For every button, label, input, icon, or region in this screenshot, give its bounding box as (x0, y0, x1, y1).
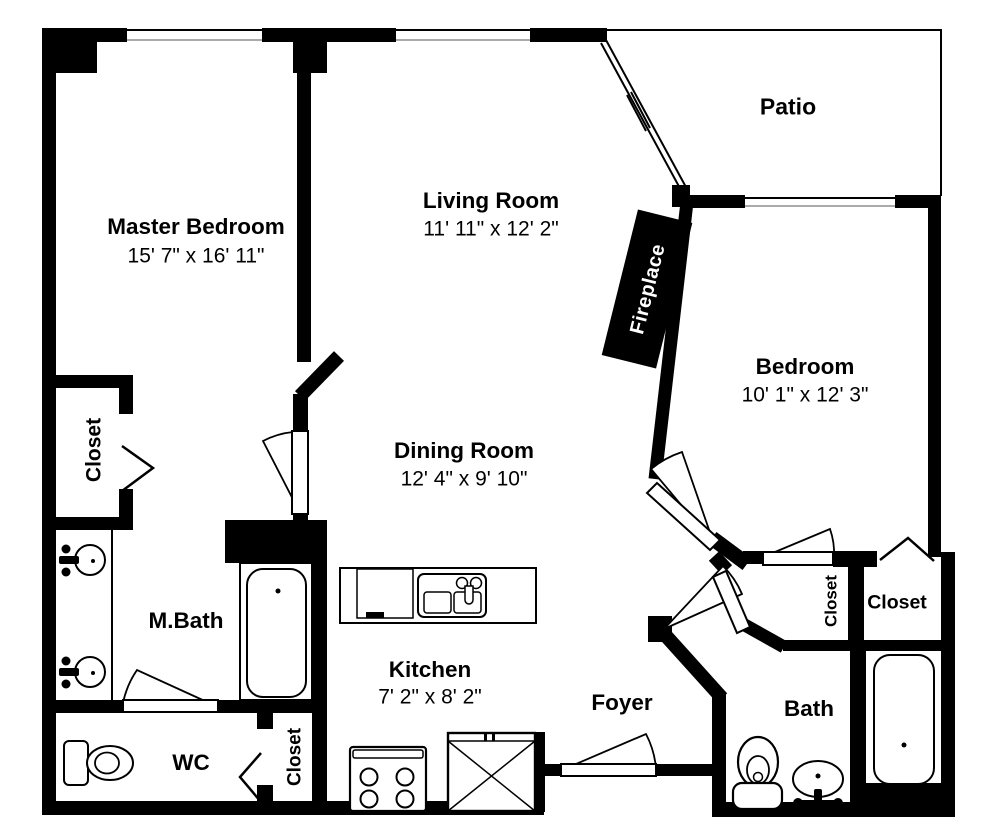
door-swing-icon (121, 668, 219, 713)
kitchen-sink-icon (417, 573, 487, 618)
kitchen-fixtures (339, 567, 537, 813)
bifold-doors (121, 444, 935, 803)
closet-label-wc: Closet (284, 727, 306, 787)
room-label-patio: Patio (759, 93, 817, 120)
bifold-door-icon (879, 536, 935, 562)
sliding-patio-door-icon (600, 39, 688, 193)
range-icon (348, 745, 428, 813)
closet-label-bedroom: Closet (867, 591, 927, 614)
room-label-master-bath: M.Bath (148, 607, 224, 633)
room-label-dining-room: Dining Room (394, 437, 534, 463)
room-label-bath: Bath (784, 695, 834, 721)
window-icon (745, 196, 895, 208)
refrigerator-icon (446, 731, 537, 813)
master-bath-fixtures (59, 528, 313, 701)
wc-fixtures (63, 740, 134, 786)
bathtub-icon (239, 562, 313, 701)
toilet-icon (63, 740, 134, 786)
bifold-door-icon (238, 752, 262, 803)
patio-outline (601, 29, 942, 196)
room-label-master-bedroom: Master Bedroom (107, 213, 285, 239)
door-swing-icon (261, 430, 309, 515)
vanity-sink-icon (59, 656, 106, 689)
room-dims-bedroom: 10' 1" x 12' 3" (741, 383, 869, 407)
room-label-kitchen: Kitchen (388, 656, 472, 682)
window-icon (396, 28, 530, 42)
toilet-icon (731, 735, 784, 811)
bath-fixtures (731, 654, 935, 811)
room-label-foyer: Foyer (591, 689, 653, 715)
room-label-living-room: Living Room (422, 187, 560, 213)
pedestal-sink-icon (792, 760, 844, 808)
room-dims-kitchen: 7' 2" x 8' 2" (378, 685, 482, 709)
vanity-sink-icon (59, 544, 106, 577)
dishwasher-icon (356, 568, 414, 619)
door-swing-icon (645, 450, 722, 552)
doors (121, 430, 835, 777)
bathtub-icon (873, 654, 935, 785)
window-icon (127, 28, 262, 42)
fireplace-block (601, 209, 693, 369)
door-swing-icon (560, 732, 657, 777)
door-swing-icon (663, 564, 752, 635)
room-dims-dining-room: 12' 4" x 9' 10" (400, 467, 528, 491)
closet-label-master: Closet (82, 417, 106, 483)
bifold-door-icon (121, 444, 156, 493)
closet-label-hall: Closet (821, 575, 841, 627)
room-label-bedroom: Bedroom (755, 353, 855, 379)
windows (127, 28, 895, 208)
room-label-wc: WC (172, 749, 210, 775)
room-dims-master-bedroom: 15' 7" x 16' 11" (127, 244, 265, 268)
room-dims-living-room: 11' 11" x 12' 2" (423, 217, 559, 241)
door-swing-icon (762, 527, 835, 566)
